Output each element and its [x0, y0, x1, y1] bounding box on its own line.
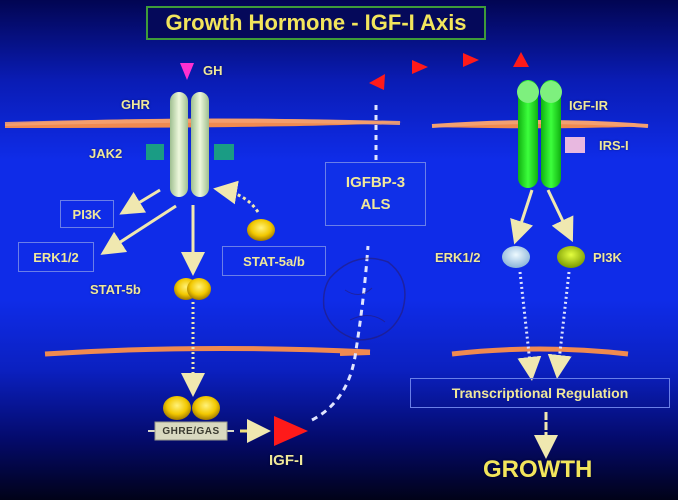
diagram-title: Growth Hormone - IGF-I Axis [146, 6, 486, 40]
gh-label: GH [203, 63, 223, 78]
erk-right-icon [502, 246, 530, 268]
gh-ligand-icon [180, 63, 194, 80]
arrow-stat5ab-to-ghr [213, 180, 260, 213]
cell-membrane-bottom-right [451, 346, 629, 357]
pi3k-right-icon [557, 246, 585, 268]
stat5ab-icon [247, 219, 275, 241]
igf1-ligand-icon [369, 74, 385, 90]
pi3k-right-label: PI3K [593, 250, 622, 265]
stat5ab-label: STAT-5a/b [243, 253, 305, 269]
stat5b-dimer-icon [174, 278, 211, 300]
arrow-igf1r-to-pi3k [546, 189, 574, 243]
igfbp3-als-box: IGFBP-3 ALS [325, 162, 426, 226]
igf1r-receptor-icon [517, 80, 562, 188]
pi3k-left-label: PI3K [72, 206, 102, 222]
arrow-igf1r-to-erk [510, 189, 534, 245]
stat5ab-box: STAT-5a/b [222, 246, 326, 276]
igf1-ligand-icon [513, 52, 529, 67]
liver-globe-icon [322, 257, 406, 341]
irs1-icon [565, 137, 585, 153]
arrow-ghr-to-erk [100, 204, 177, 255]
igf1-label: IGF-I [269, 452, 304, 469]
ghr-receptor-icon [170, 92, 209, 197]
growth-label: GROWTH [483, 456, 593, 483]
arrow-erk-to-transcription [517, 271, 542, 381]
jak2-label: JAK2 [89, 146, 123, 161]
igf1-ligand-icon [274, 416, 308, 446]
als-label: ALS [360, 196, 391, 213]
igf1-secretion-path [311, 245, 370, 422]
igfbp3-label: IGFBP-3 [345, 174, 406, 191]
stat-dimer-on-dna-icon [163, 396, 220, 420]
cell-membrane-bottom-left [44, 345, 371, 357]
igf1-ligand-icon [412, 60, 428, 74]
jak2-right-icon [214, 144, 234, 160]
transcriptional-regulation-label: Transcriptional Regulation [451, 385, 629, 401]
ghre-gas-element [154, 421, 228, 441]
pi3k-left-box: PI3K [60, 200, 114, 228]
erk-left-box: ERK1/2 [18, 242, 94, 272]
stat5b-label: STAT-5b [90, 282, 141, 297]
jak2-left-icon [146, 144, 164, 160]
erk-left-label: ERK1/2 [33, 249, 79, 265]
ghre-gas-label: GHRE/GAS [162, 425, 220, 437]
irs1-label: IRS-I [599, 138, 629, 153]
erk-right-label: ERK1/2 [435, 250, 481, 265]
igf1r-label: IGF-IR [569, 98, 608, 113]
ghr-label: GHR [121, 97, 150, 112]
igf1-ligand-icon [463, 53, 479, 67]
transcriptional-regulation-box: Transcriptional Regulation [410, 378, 670, 408]
arrow-ghr-to-pi3k [119, 188, 161, 215]
arrow-pi3k-to-transcription [547, 271, 572, 379]
title-text: Growth Hormone - IGF-I Axis [165, 10, 467, 35]
